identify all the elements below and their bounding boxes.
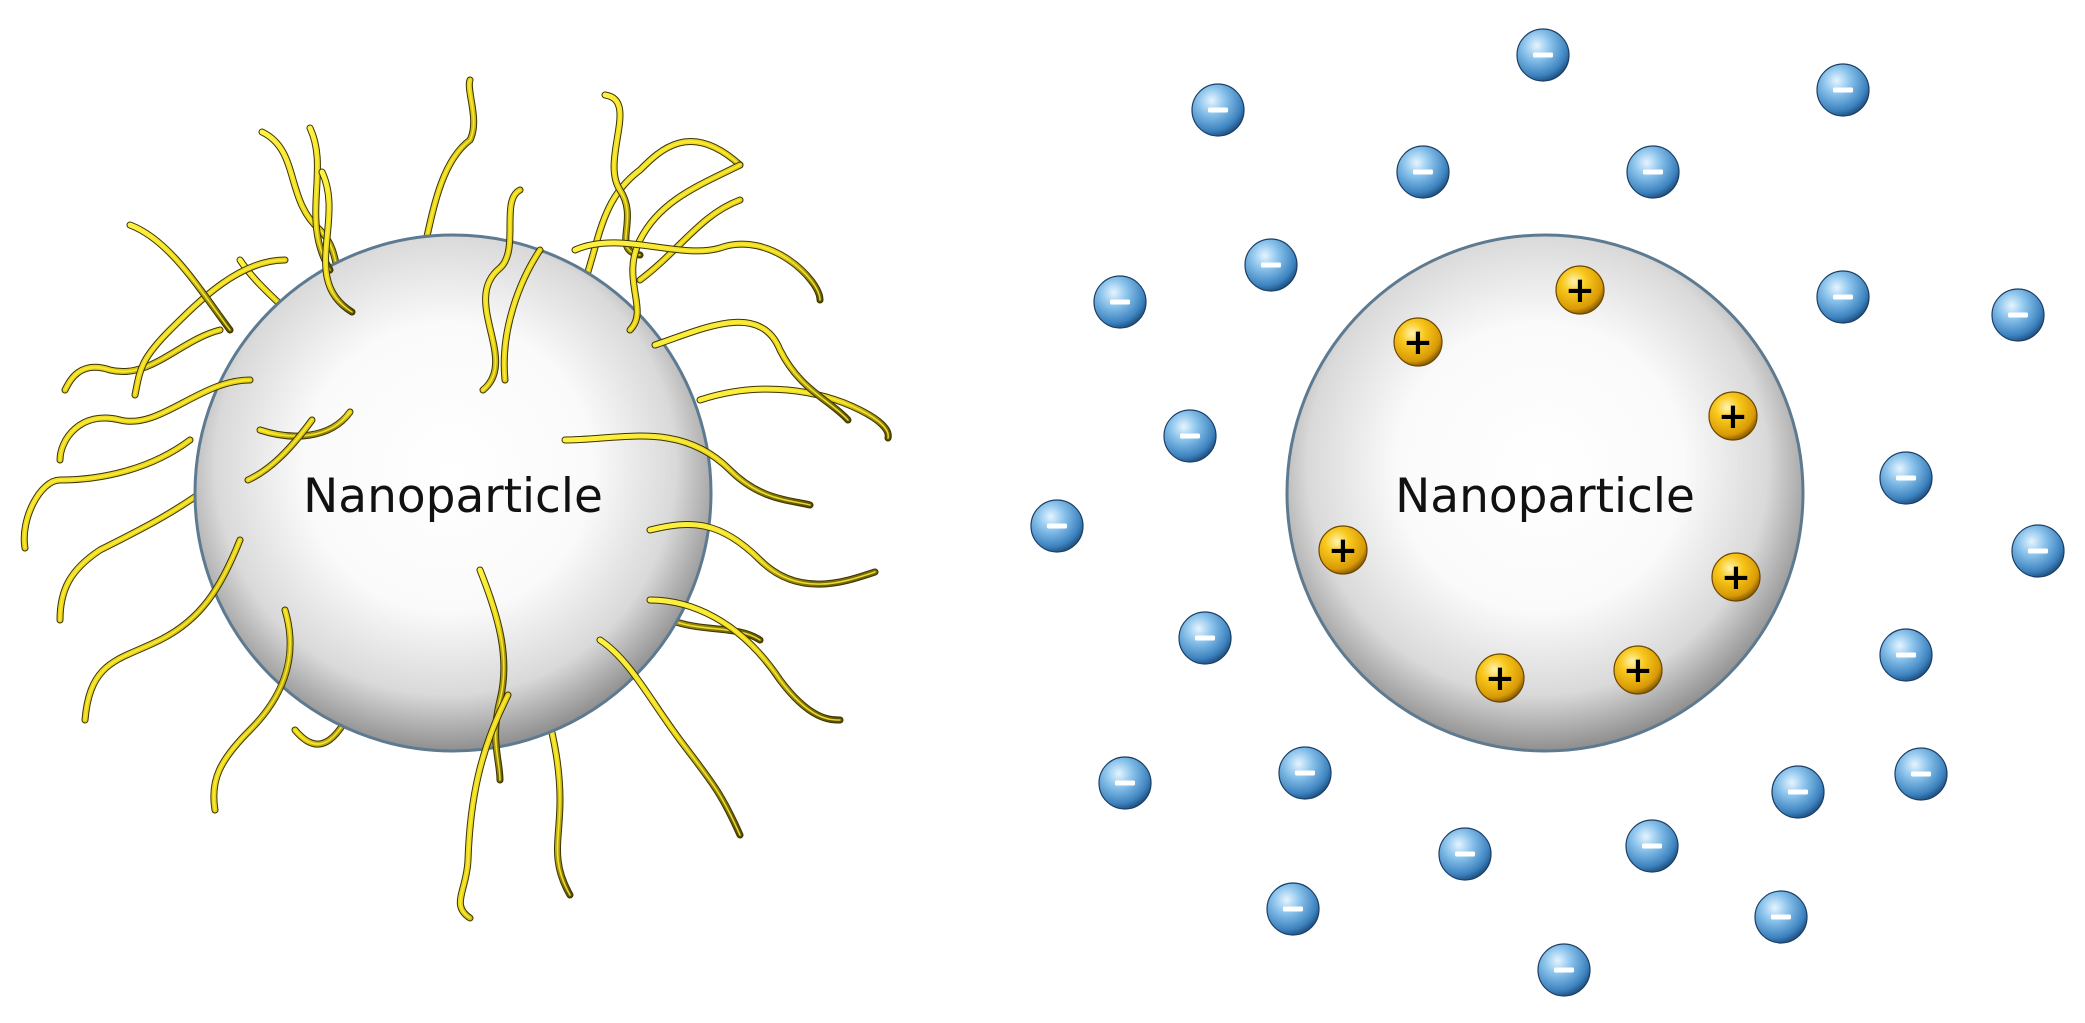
ligand-strand <box>456 691 512 922</box>
positive-sign: + <box>1718 396 1748 437</box>
negative-charge <box>1438 827 1492 881</box>
nanoparticle-sphere-left <box>193 233 713 753</box>
negative-sign <box>1208 107 1228 113</box>
positive-charge: + <box>1613 645 1663 695</box>
nanoparticle-label-right: Nanoparticle <box>1395 469 1695 524</box>
ligand-strand <box>636 196 744 284</box>
negative-charge <box>2011 524 2065 578</box>
negative-charge <box>1030 499 1084 553</box>
ligand-strand <box>696 385 892 442</box>
ligand-strand <box>626 161 744 334</box>
ligand-coated-particle: Nanoparticle <box>20 76 892 922</box>
negative-sign <box>1643 169 1663 175</box>
negative-charge <box>1163 409 1217 463</box>
positive-sign: + <box>1721 557 1751 598</box>
negative-sign <box>1642 843 1662 849</box>
ligand-strand <box>126 221 234 334</box>
negative-charge <box>1244 238 1298 292</box>
negative-sign <box>1788 789 1808 795</box>
ligand-strand <box>571 239 824 304</box>
positive-charge: + <box>1555 265 1605 315</box>
positive-charge: + <box>1393 317 1443 367</box>
negative-sign <box>1896 652 1916 658</box>
ligand-strand <box>210 606 294 814</box>
negative-sign <box>1413 169 1433 175</box>
negative-charge <box>1816 63 1870 117</box>
ligand-strand <box>476 566 508 784</box>
negative-sign <box>1911 771 1931 777</box>
ligand-strand <box>646 520 879 588</box>
negative-sign <box>1771 914 1791 920</box>
positive-sign: + <box>1328 530 1358 571</box>
counter-ion-cloud <box>1030 28 2065 997</box>
negative-sign <box>1115 780 1135 786</box>
negative-charge <box>1537 943 1591 997</box>
ligand-strand <box>56 376 254 464</box>
positive-sign: + <box>1403 322 1433 363</box>
negative-sign <box>1833 87 1853 93</box>
negative-charge <box>1093 275 1147 329</box>
negative-sign <box>1455 851 1475 857</box>
ligand-strand <box>131 256 289 399</box>
negative-sign <box>1110 299 1130 305</box>
positive-sign: + <box>1565 270 1595 311</box>
negative-charge <box>1266 882 1320 936</box>
negative-sign <box>1554 967 1574 973</box>
negative-charge <box>1894 747 1948 801</box>
ligand-strand <box>256 408 354 440</box>
positive-sign: + <box>1485 658 1515 699</box>
negative-charge <box>1879 451 1933 505</box>
ligand-strand <box>646 596 844 724</box>
positive-charge: + <box>1475 653 1525 703</box>
ligand-strand <box>20 436 194 552</box>
negative-charge <box>1098 756 1152 810</box>
ligand-strand <box>561 432 814 509</box>
positive-sign: + <box>1623 650 1653 691</box>
negative-sign <box>1533 52 1553 58</box>
positive-charge: + <box>1708 391 1758 441</box>
ligand-strand <box>479 186 524 394</box>
negative-sign <box>1896 475 1916 481</box>
ligand-strand <box>81 536 244 724</box>
ligand-strand <box>318 168 356 316</box>
negative-sign <box>1047 523 1067 529</box>
ligand-strand <box>500 246 544 384</box>
negative-sign <box>1833 294 1853 300</box>
negative-charge <box>1879 628 1933 682</box>
ligand-strand <box>306 124 334 274</box>
ligand-layer-front <box>20 91 879 922</box>
negative-sign <box>1295 770 1315 776</box>
ligand-strand <box>596 636 744 839</box>
positive-charge: + <box>1711 552 1761 602</box>
negative-sign <box>1261 262 1281 268</box>
negative-charge <box>1991 288 2045 342</box>
negative-charge <box>1816 270 1870 324</box>
negative-charge <box>1771 765 1825 819</box>
negative-charge <box>1626 145 1680 199</box>
negative-sign <box>1283 906 1303 912</box>
ligand-strand <box>244 416 316 484</box>
charged-particle: Nanoparticle + + + + + + + <box>1030 28 2065 997</box>
surface-charge-set: + + + + + + + <box>1318 265 1761 703</box>
negative-sign <box>1180 433 1200 439</box>
negative-charge <box>1625 819 1679 873</box>
negative-charge <box>1191 83 1245 137</box>
negative-charge <box>1278 746 1332 800</box>
ligand-strand <box>61 326 224 394</box>
ligand-strand <box>56 476 222 624</box>
negative-sign <box>1195 635 1215 641</box>
negative-charge <box>1396 145 1450 199</box>
ligand-strand <box>651 318 852 424</box>
negative-charge <box>1754 890 1808 944</box>
negative-charge <box>1178 611 1232 665</box>
negative-sign <box>2028 548 2048 554</box>
negative-charge <box>1516 28 1570 82</box>
negative-sign <box>2008 312 2028 318</box>
nanoparticle-label-left: Nanoparticle <box>303 469 603 524</box>
positive-charge: + <box>1318 525 1368 575</box>
